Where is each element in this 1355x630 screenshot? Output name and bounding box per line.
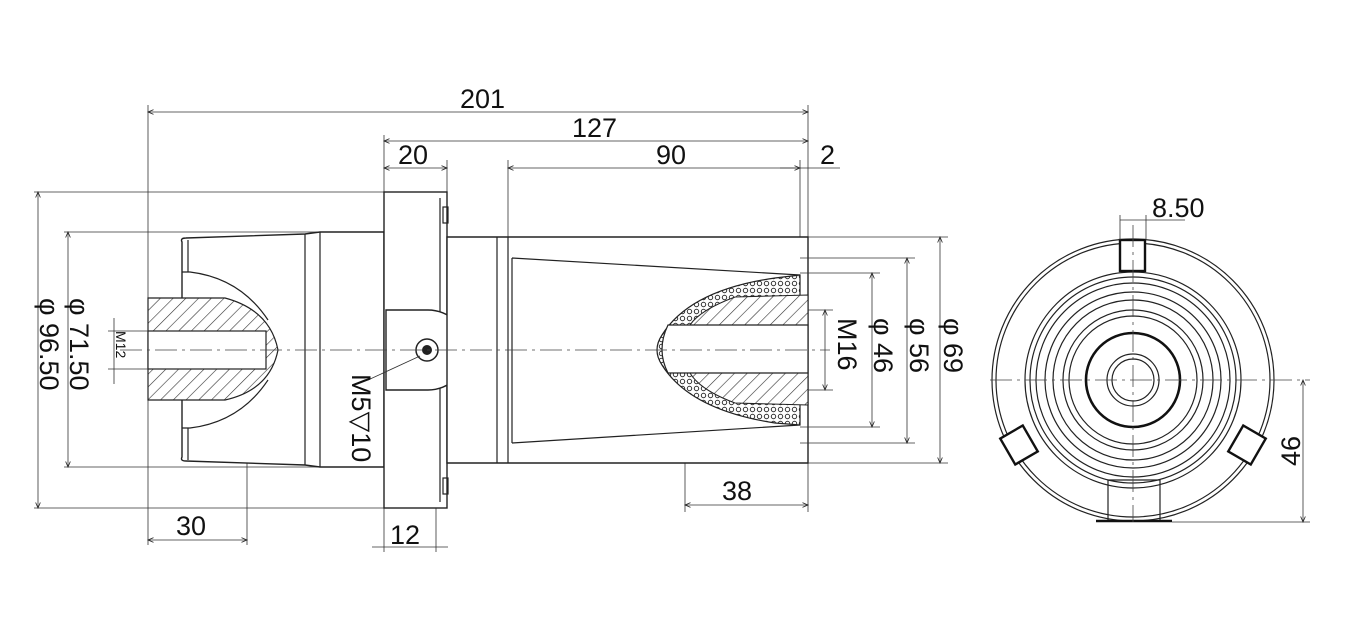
dim-46: 46 bbox=[1276, 436, 1306, 466]
key-slot-left bbox=[998, 423, 1040, 467]
end-view bbox=[990, 215, 1310, 522]
dim-dia-96-50: φ 96.50 bbox=[34, 298, 64, 391]
dim-dia-71-50: φ 71.50 bbox=[64, 298, 94, 391]
dim-m16: M16 bbox=[832, 318, 862, 371]
dim-201: 201 bbox=[460, 84, 505, 114]
dim-38: 38 bbox=[722, 476, 752, 506]
key-slot-right bbox=[1226, 423, 1268, 467]
m16-bore bbox=[661, 324, 809, 374]
dim-dia-69: φ 69 bbox=[938, 318, 968, 373]
dim-m5: M5▽10 bbox=[346, 374, 376, 462]
dim-127: 127 bbox=[572, 113, 617, 143]
dim-30: 30 bbox=[176, 511, 206, 541]
dim-m12: M12 bbox=[113, 331, 129, 358]
dim-8-50: 8.50 bbox=[1152, 193, 1205, 223]
dim-12: 12 bbox=[390, 520, 420, 550]
dim-90: 90 bbox=[656, 140, 686, 170]
dim-dia-56: φ 56 bbox=[904, 318, 934, 373]
side-view bbox=[34, 105, 948, 552]
dim-2: 2 bbox=[820, 140, 835, 170]
dim-20: 20 bbox=[398, 140, 428, 170]
dimension-lines bbox=[38, 112, 940, 548]
dim-dia-46: φ 46 bbox=[868, 318, 898, 373]
key-slot-top bbox=[1118, 238, 1147, 273]
dimension-labels: 201 127 20 90 2 8.50 φ 96.50 φ 71.50 M12… bbox=[34, 84, 1306, 550]
